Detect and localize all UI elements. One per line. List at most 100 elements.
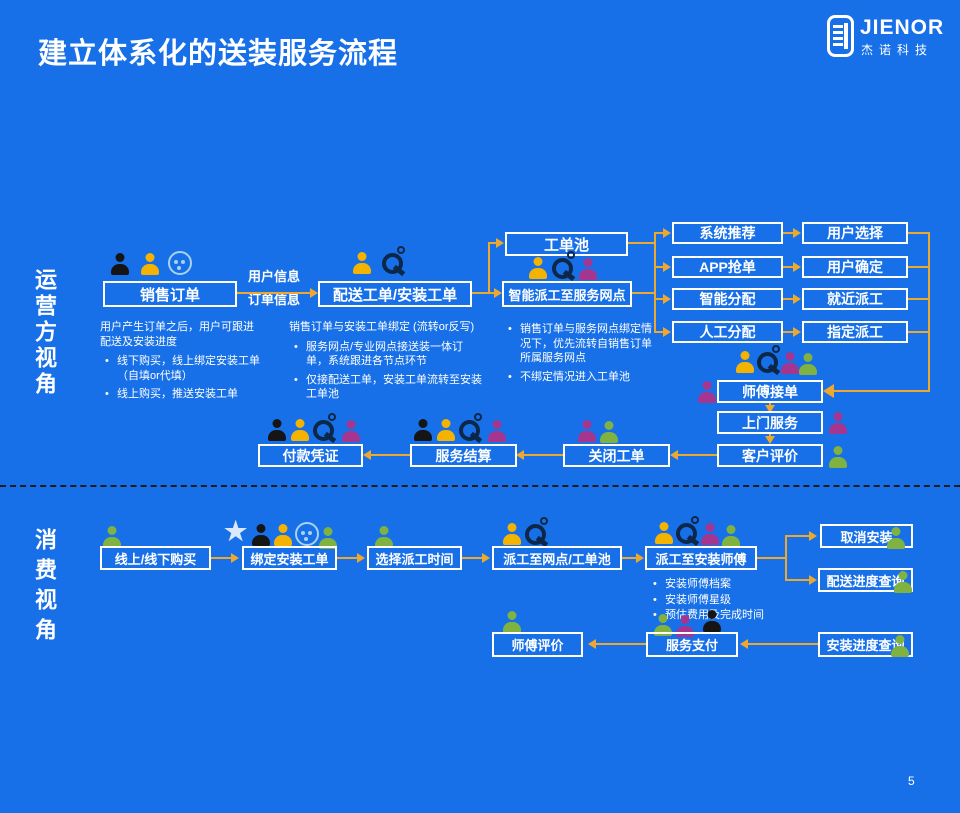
section-divider [0,485,960,487]
flow-arrow [363,450,371,460]
platform-magnifier-icon [757,345,783,373]
merchant-person-icon [273,524,293,546]
platform-magnifier-icon [676,516,702,544]
flow-arrow [663,228,671,238]
flow-arrow [793,228,801,238]
jienor-logo-icon [827,15,854,57]
flow-connector [785,535,811,537]
flow-arrow [588,639,596,649]
flow-box-delivery-install-order: 配送工单/安装工单 [318,281,472,307]
flow-arrow [636,553,644,563]
logo-name: JIENOR [860,16,945,39]
flow-connector [908,298,930,300]
flow-box-result-assigned: 指定派工 [802,321,908,343]
flow-connector [622,557,638,559]
flow-connector [785,535,787,581]
flow-arrow [809,531,817,541]
flow-connector [524,454,563,456]
flow-connector [928,232,930,392]
customer-person-icon [828,446,848,468]
platform-magnifier-icon [552,251,578,279]
flow-box-dispatch-master: 派工至安装师傅 [645,546,757,570]
flow-box-install-progress: 安装进度查询 [818,632,913,657]
flow-box-assign-mode-smart: 智能分配 [672,288,783,310]
flow-connector [371,454,410,456]
customer-person-icon [599,421,619,443]
flow-connector [632,292,656,294]
flow-connector [834,390,930,392]
worker-person-icon [828,412,848,434]
flow-connector [462,557,484,559]
merchant-person-icon [528,257,548,279]
flow-arrow [357,553,365,563]
customer-person-icon [893,571,913,593]
flow-arrow [765,405,775,413]
customer-person-icon [890,635,910,657]
note-delivery-order: 销售订单与安装工单绑定 (流转or反写) 服务网点/专业网点接送装一体订单，系统… [289,320,483,406]
flow-connector [908,266,930,268]
flow-connector [628,242,656,244]
flow-connector [654,232,656,333]
edge-label-user-info: 用户信息 [248,269,301,284]
logo-subtitle: 杰诺科技 [861,43,934,57]
flow-connector [237,292,311,294]
flow-arrow [809,575,817,585]
flow-arrow [663,294,671,304]
flow-box-assign-mode-manual: 人工分配 [672,321,783,343]
worker-person-icon [577,420,597,442]
flow-arrow [663,327,671,337]
section-label-operator: 运营方视角 [32,268,57,398]
flow-arrow [494,288,502,298]
flow-connector [654,232,664,234]
flow-arrow [231,553,239,563]
flow-box-bind-order: 绑定安装工单 [242,546,337,570]
flow-box-close-order: 关闭工单 [563,444,670,467]
flow-arrow [823,384,834,398]
flow-connector [908,331,930,333]
flow-arrow [663,262,671,272]
flow-connector [748,643,818,645]
flow-connector [472,292,490,294]
user-person-icon [267,419,287,441]
flow-connector [678,454,717,456]
edge-label-order-info: 订单信息 [248,292,301,307]
flow-connector [783,298,795,300]
flow-connector [337,557,359,559]
merchant-person-icon [502,523,522,545]
flow-box-master-review: 师傅评价 [492,632,583,657]
user-person-icon [702,610,722,632]
flow-arrow [793,262,801,272]
user-person-icon [413,419,433,441]
flow-arrow [670,450,678,460]
customer-person-icon [502,611,522,633]
team-badge-icon [295,522,319,546]
flow-box-service-settlement: 服务结算 [410,444,517,467]
flow-box-service-payment: 服务支付 [646,632,738,657]
flow-connector [654,331,664,333]
platform-magnifier-icon [525,517,551,545]
flow-connector [596,643,646,645]
worker-person-icon [780,352,800,374]
flow-connector [488,242,490,294]
flow-connector [654,266,664,268]
flow-connector [783,232,795,234]
user-person-icon [251,524,271,546]
flow-box-choose-time: 选择派工时间 [367,546,462,570]
flow-box-assign-mode-app: APP抢单 [672,256,783,278]
flow-box-result-user-select: 用户选择 [802,222,908,244]
worker-person-icon [697,381,717,403]
flow-arrow [793,294,801,304]
flow-box-result-nearby: 就近派工 [802,288,908,310]
star-icon: ★ [224,516,248,546]
flow-connector [783,331,795,333]
merchant-person-icon [436,419,456,441]
flow-box-cancel-install: 取消安装 [820,524,913,548]
flow-connector [488,242,497,244]
merchant-person-icon [290,419,310,441]
page-title: 建立体系化的送装服务流程 [38,38,399,70]
platform-magnifier-icon [313,413,339,441]
flow-arrow [496,238,504,248]
flow-connector [211,557,233,559]
flow-box-customer-review: 客户评价 [717,444,823,467]
customer-person-icon [102,526,122,548]
